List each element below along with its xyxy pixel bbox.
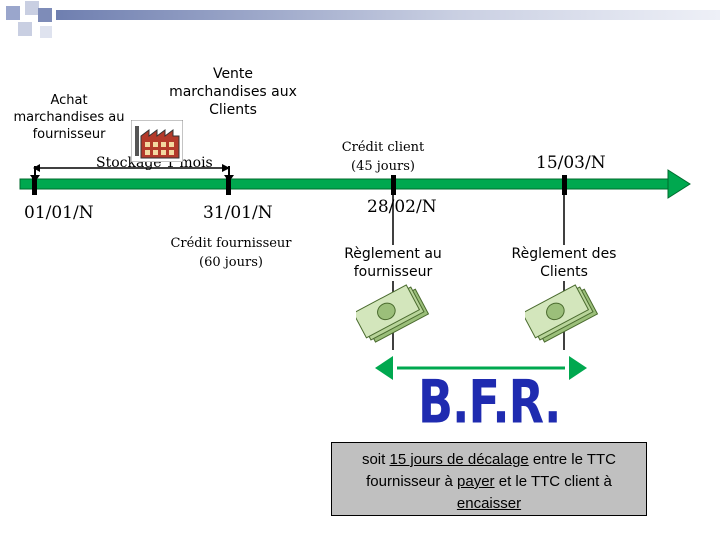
note-underline-2: payer — [457, 473, 495, 490]
bfr-title: B.F.R. — [418, 372, 561, 438]
banknotes-icon — [525, 284, 599, 343]
date-reglement-fournisseur: 28/02/N — [367, 197, 437, 217]
label-reglement-fournisseur: Règlement au fournisseur — [338, 245, 448, 281]
corner-decoration — [6, 1, 52, 38]
label-stockage: Stockage 1 mois — [96, 155, 213, 171]
note-text: et le TTC client à — [494, 473, 612, 490]
time-arrow — [19, 178, 673, 190]
tick-3101 — [226, 175, 231, 195]
tick-2802 — [391, 175, 396, 195]
timeline — [19, 164, 691, 240]
title-bar-decoration — [56, 10, 720, 20]
label-achat: Achat marchandises au fournisseur — [13, 93, 125, 142]
date-reglement-clients: 15/03/N — [536, 153, 606, 173]
note-underline-1: 15 jours de décalage — [389, 451, 529, 468]
explanation-note: soit 15 jours de décalage entre le TTC f… — [331, 442, 647, 516]
bfr-text: B.F.R. — [418, 366, 561, 437]
label-credit-client: Crédit client (45 jours) — [341, 140, 425, 174]
tick-0101 — [32, 175, 37, 195]
bfr-double-arrow — [375, 356, 587, 380]
date-start: 01/01/N — [24, 203, 94, 223]
date-vente: 31/01/N — [203, 203, 273, 223]
label-reglement-clients: Règlement des Clients — [506, 245, 622, 281]
note-underline-3: encaisser — [456, 495, 522, 512]
banknotes-icon — [356, 284, 430, 343]
note-text: entre le TTC fournisseur à — [366, 451, 617, 490]
label-credit-fournisseur: Crédit fournisseur (60 jours) — [170, 236, 292, 270]
factory-icon — [131, 120, 183, 162]
note-text: soit — [361, 451, 390, 468]
label-vente: Vente marchandises aux Clients — [169, 66, 297, 118]
